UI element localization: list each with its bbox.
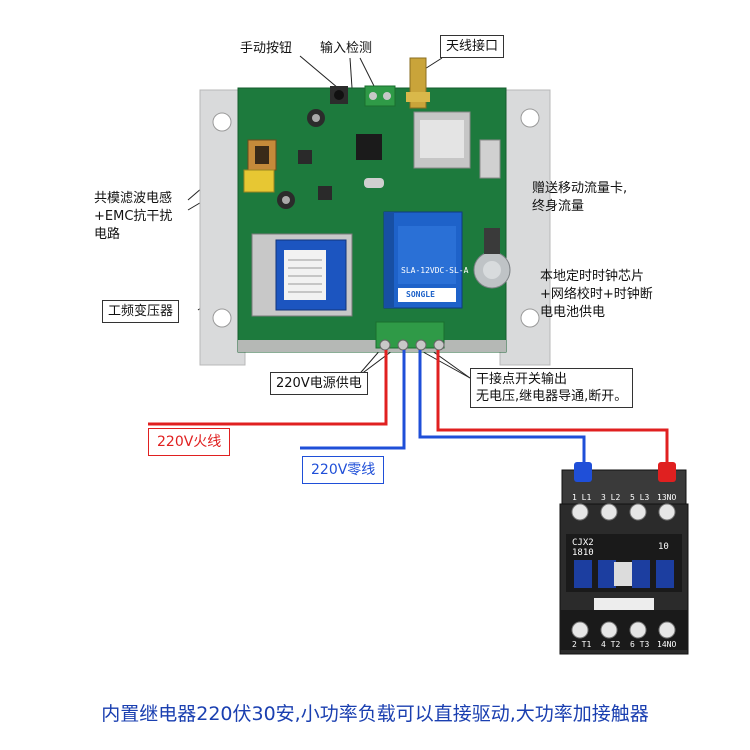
neutral-connector-cap <box>574 462 592 482</box>
contactor-rating: 10 <box>658 542 669 552</box>
inductor <box>298 150 312 164</box>
label-live-wire: 220V火线 <box>148 428 231 456</box>
mount-hole <box>212 308 232 328</box>
terminal-screw <box>571 503 589 521</box>
contactor-window <box>574 560 592 588</box>
label-emc-line1: 共模滤波电感 <box>94 191 173 206</box>
contactor-window <box>632 560 650 588</box>
label-clock-line2: +网络校时+时钟断 <box>540 287 653 302</box>
contactor-indicator <box>614 562 632 586</box>
choke-core <box>255 146 269 164</box>
label-manual-button: 手动按钮 <box>240 41 293 56</box>
rtc-battery-holder <box>484 228 500 254</box>
live-connector-cap <box>658 462 676 482</box>
terminal-screw <box>658 503 676 521</box>
emc-capacitor <box>243 169 275 193</box>
contactor-model: CJX2 <box>572 538 594 548</box>
contactor-window <box>656 560 674 588</box>
relay-brand-text: SONGLE <box>406 290 435 299</box>
label-clock: 本地定时时钟芯片 +网络校时+时钟断 电电池供电 <box>540 268 653 322</box>
contactor-terminal-label: 13NO <box>657 493 677 502</box>
label-transformer: 工频变压器 <box>102 300 180 323</box>
mount-hole <box>520 308 540 328</box>
terminal-screw <box>600 503 618 521</box>
sim-card-slot <box>479 139 501 179</box>
contactor-terminal-label: 3 L2 <box>601 493 621 502</box>
relay-logo-strip <box>398 288 456 302</box>
label-clock-line3: 电电池供电 <box>540 305 606 320</box>
mount-hole <box>212 112 232 132</box>
inductor <box>318 186 332 200</box>
cellular-module-label <box>420 120 464 158</box>
live-wire-supply <box>148 350 388 426</box>
label-emc-line3: 电路 <box>94 227 121 242</box>
terminal-screw <box>658 621 676 639</box>
label-power-input: 220V电源供电 <box>270 372 368 395</box>
label-input-detect: 输入检测 <box>320 41 373 56</box>
label-sim: 赠送移动流量卡, 终身流量 <box>532 180 627 216</box>
neutral-wire-output <box>418 350 586 470</box>
label-emc: 共模滤波电感 +EMC抗干扰 电路 <box>94 190 172 244</box>
terminal-screw <box>571 621 589 639</box>
contactor-model: 1810 <box>572 548 594 558</box>
label-emc-line2: +EMC抗干扰 <box>94 209 173 224</box>
input-terminal <box>364 85 396 107</box>
contactor-terminal-label: 4 T2 <box>601 640 621 649</box>
crystal <box>364 178 384 188</box>
terminal-screw <box>383 92 391 100</box>
mount-hole <box>520 108 540 128</box>
relay-label-plate <box>398 226 456 284</box>
terminal-screw <box>629 503 647 521</box>
contactor-terminal-label: 14NO <box>657 640 677 649</box>
contactor-terminal-label: 2 T1 <box>572 640 592 649</box>
label-neutral-wire: 220V零线 <box>302 456 385 484</box>
label-sim-line1: 赠送移动流量卡, <box>532 181 628 196</box>
terminal-screw <box>600 621 618 639</box>
neutral-wire-supply <box>300 350 406 450</box>
terminal-screw <box>369 92 377 100</box>
electrolytic-capacitor <box>312 114 320 122</box>
contactor-terminal-label: 5 L3 <box>630 493 650 502</box>
label-dry-line1: 干接点开关输出 <box>476 372 568 387</box>
contactor-window <box>598 560 616 588</box>
label-clock-line1: 本地定时时钟芯片 <box>540 269 645 284</box>
relay-side-shadow <box>384 212 394 308</box>
bottom-caption: 内置继电器220伏30安,小功率负载可以直接驱动,大功率加接触器 <box>101 703 649 725</box>
relay-model-text: SLA-12VDC-SL-A <box>401 266 469 275</box>
live-wire-output <box>436 350 669 470</box>
label-dry-contact: 干接点开关输出 无电压,继电器导通,断开。 <box>470 368 634 408</box>
antenna-connector-nut <box>406 92 430 102</box>
contactor-terminal-label: 6 T3 <box>630 640 650 649</box>
mcu-chip <box>356 134 382 160</box>
label-sim-line2: 终身流量 <box>532 199 585 214</box>
rtc-battery-center <box>483 261 501 279</box>
label-dry-line2: 无电压,继电器导通,断开。 <box>476 389 628 404</box>
label-antenna: 天线接口 <box>440 35 505 58</box>
manual-push-button-cap <box>334 90 344 100</box>
contactor-terminal-label: 1 L1 <box>572 493 592 502</box>
terminal-screw <box>629 621 647 639</box>
electrolytic-capacitor <box>282 196 290 204</box>
